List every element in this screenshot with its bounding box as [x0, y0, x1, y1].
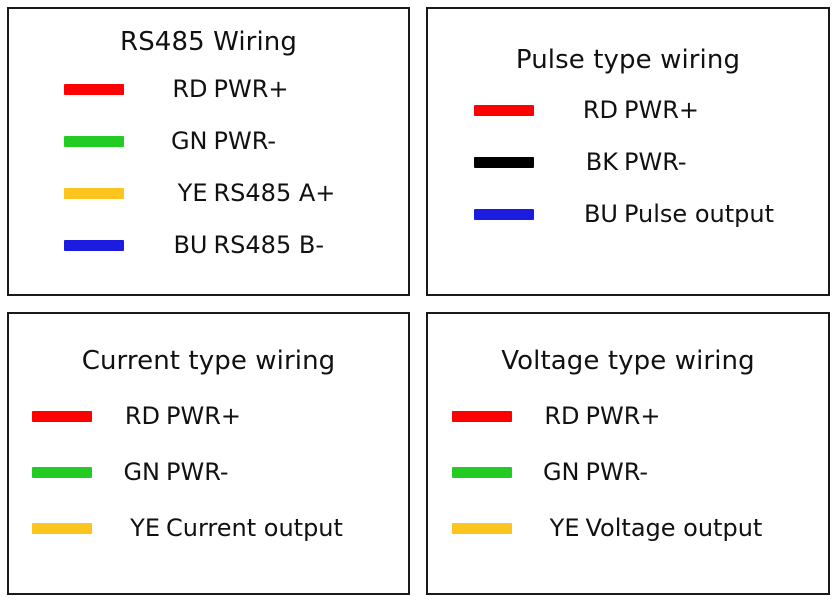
panel-pulse-rows: RD PWR+ BK PWR- BU	[474, 98, 804, 226]
wire-color-swatch-cell	[63, 239, 152, 251]
wire-function-label: RS485 B-	[213, 231, 324, 259]
panel-voltage-title: Voltage type wiring	[501, 346, 755, 376]
wire-color-swatch-icon	[474, 156, 534, 168]
panel-rs485-rows: RD PWR+ GN PWR- YE	[63, 75, 364, 259]
panel-rs485-title: RS485 Wiring	[120, 27, 297, 57]
wiring-row: RD PWR+	[474, 98, 804, 122]
wire-color-swatch-cell	[63, 187, 152, 199]
wire-function-label: Current output	[166, 514, 343, 542]
wire-color-swatch-cell	[474, 156, 562, 168]
wiring-row: BU RS485 B-	[63, 231, 364, 259]
wire-color-swatch-icon	[63, 239, 124, 251]
wire-color-swatch-icon	[451, 410, 512, 422]
wire-color-swatch-cell	[63, 135, 152, 147]
wire-color-swatch-cell	[474, 208, 562, 220]
panel-current-box: Current type wiring RD PWR+ GN	[7, 312, 410, 595]
wire-color-code: RD	[124, 402, 160, 430]
wire-color-swatch-cell	[32, 522, 110, 534]
panel-pulse: Pulse type wiring RD PWR+ BK	[419, 0, 839, 305]
panel-voltage: Voltage type wiring RD PWR+ GN	[419, 305, 839, 604]
wiring-row: YE Current output	[32, 516, 381, 540]
panel-current-rows: RD PWR+ GN PWR- YE	[32, 404, 381, 540]
wire-color-swatch-icon	[451, 466, 512, 478]
wire-color-code: BU	[173, 231, 208, 259]
panel-voltage-box: Voltage type wiring RD PWR+ GN	[426, 312, 830, 595]
wire-color-code: YE	[549, 514, 580, 542]
wire-function-label: Voltage output	[585, 514, 763, 542]
wire-function-label: PWR+	[585, 402, 661, 430]
wire-color-code: YE	[130, 514, 160, 542]
wire-color-swatch-cell	[451, 466, 530, 478]
wire-color-swatch-icon	[474, 104, 534, 116]
wire-color-code: GN	[170, 127, 208, 155]
wire-function-label: PWR-	[585, 458, 649, 486]
wire-function-label: PWR-	[624, 148, 687, 176]
panel-rs485-box: RS485 Wiring RD PWR+ GN PW	[7, 7, 410, 296]
wire-color-swatch-cell	[451, 522, 530, 534]
wire-color-code: RD	[172, 75, 208, 103]
wiring-row: YE Voltage output	[451, 514, 801, 542]
panel-current-title: Current type wiring	[81, 346, 336, 376]
wire-color-swatch-icon	[63, 135, 124, 147]
wire-function-label: Pulse output	[624, 200, 774, 228]
wire-color-swatch-cell	[32, 466, 110, 478]
wire-color-swatch-icon	[474, 208, 534, 220]
wire-color-swatch-cell	[32, 410, 110, 422]
wire-color-swatch-cell	[474, 104, 562, 116]
wiring-row: RD PWR+	[451, 402, 801, 430]
wiring-row: GN PWR-	[63, 127, 364, 155]
wire-color-code: GN	[123, 458, 160, 486]
wire-color-code: GN	[542, 458, 580, 486]
wire-function-label: PWR+	[166, 402, 241, 430]
wire-color-code: RD	[544, 402, 580, 430]
wiring-row: GN PWR-	[451, 458, 801, 486]
panel-current: Current type wiring RD PWR+ GN	[0, 305, 419, 604]
wiring-row: GN PWR-	[32, 460, 381, 484]
wire-color-swatch-cell	[451, 410, 530, 422]
panel-rs485: RS485 Wiring RD PWR+ GN PW	[0, 0, 419, 305]
wire-function-label: PWR+	[624, 96, 699, 124]
wiring-row: RD PWR+	[32, 404, 381, 428]
wire-color-swatch-icon	[32, 410, 92, 422]
wire-color-code: YE	[177, 179, 208, 207]
wire-color-code: BK	[585, 148, 618, 176]
wire-color-swatch-icon	[32, 522, 92, 534]
panel-voltage-rows: RD PWR+ GN PWR- YE	[451, 402, 801, 542]
wiring-row: RD PWR+	[63, 75, 364, 103]
wire-color-swatch-icon	[63, 83, 124, 95]
wire-color-swatch-cell	[63, 83, 152, 95]
wire-function-label: PWR-	[166, 458, 229, 486]
wire-color-swatch-icon	[451, 522, 512, 534]
wire-color-code: BU	[583, 200, 618, 228]
wire-color-code: RD	[582, 96, 618, 124]
panel-pulse-title: Pulse type wiring	[515, 45, 741, 75]
wiring-row: BU Pulse output	[474, 202, 804, 226]
wire-color-swatch-icon	[32, 466, 92, 478]
wire-function-label: PWR-	[213, 127, 277, 155]
panel-pulse-box: Pulse type wiring RD PWR+ BK	[426, 7, 830, 296]
wiring-row: YE RS485 A+	[63, 179, 364, 207]
wire-function-label: RS485 A+	[213, 179, 336, 207]
wire-color-swatch-icon	[63, 187, 124, 199]
wiring-row: BK PWR-	[474, 150, 804, 174]
wire-function-label: PWR+	[213, 75, 289, 103]
